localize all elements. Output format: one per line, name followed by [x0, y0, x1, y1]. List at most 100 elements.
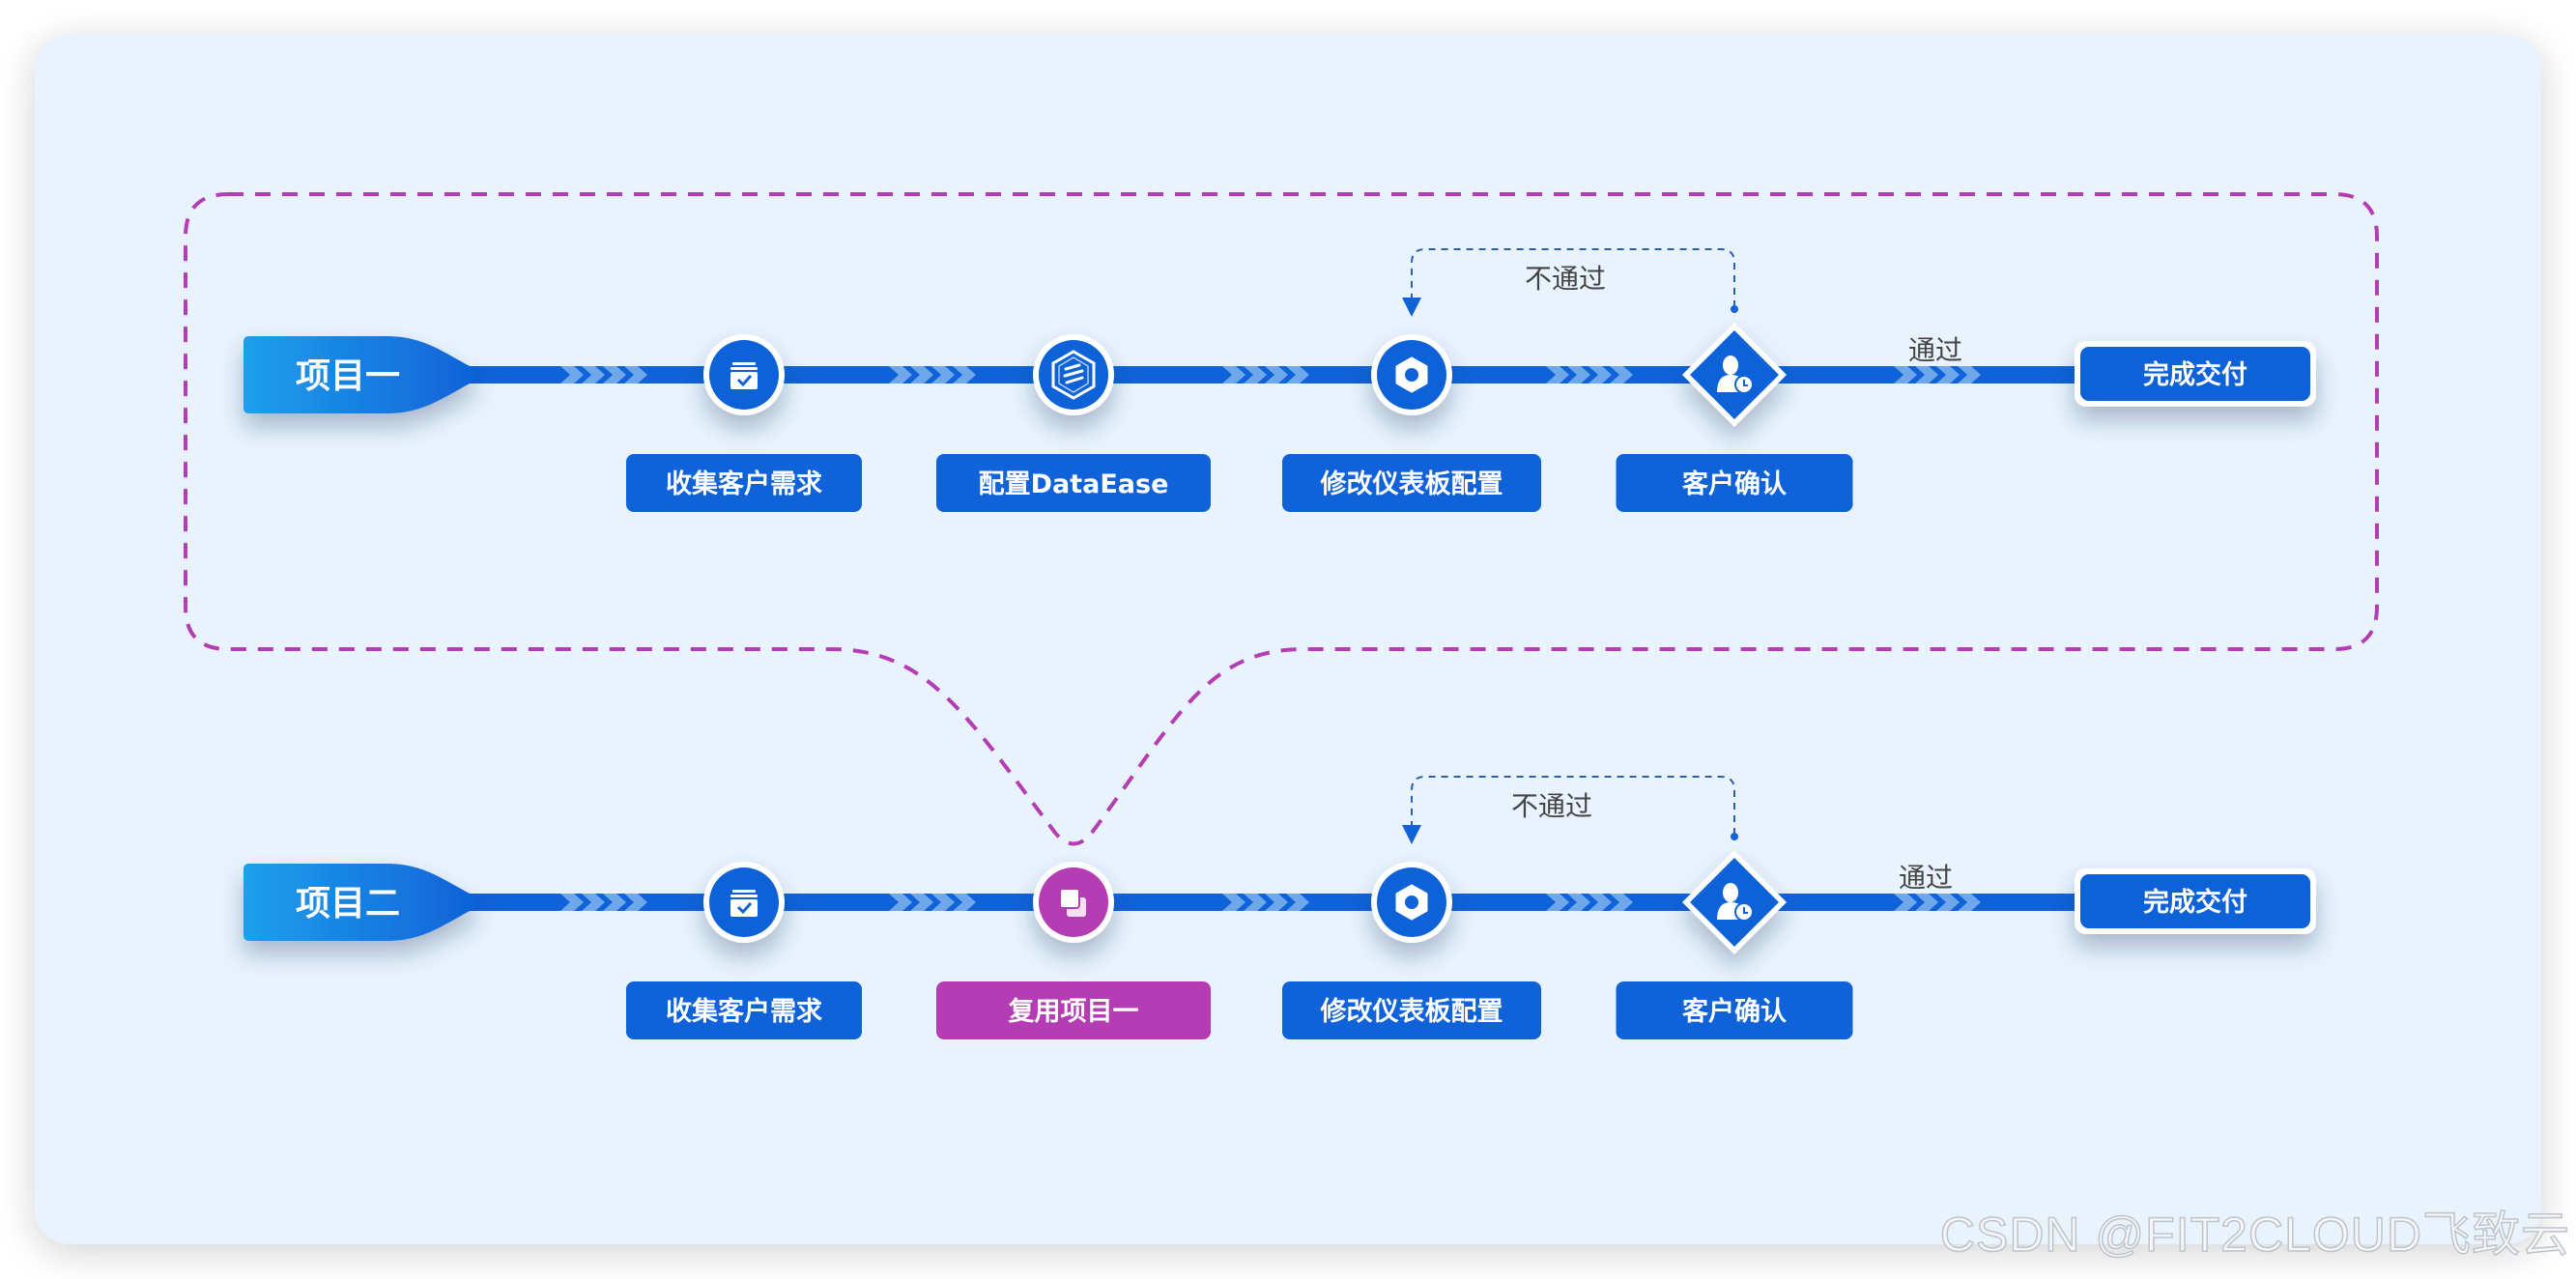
clipboard-check-icon [730, 362, 758, 389]
chevron-icon [910, 366, 933, 384]
reject-arrow [1402, 248, 1735, 317]
pass-label: 通过 [1899, 862, 1953, 894]
chevron-icon [889, 894, 912, 911]
chevron-icon [1915, 894, 1938, 911]
step-label-box[interactable]: 收集客户需求 [626, 981, 862, 1039]
step-node[interactable] [1033, 334, 1114, 415]
pass-label: 通过 [1908, 334, 1962, 366]
reject-label: 不通过 [1511, 790, 1592, 822]
chevron-icon [1265, 894, 1288, 911]
chevron-icon [1546, 894, 1569, 911]
chevron-icon [624, 894, 647, 911]
step-label-box[interactable]: 修改仪表板配置 [1282, 454, 1541, 512]
chevron-icon [1567, 894, 1590, 911]
flow-line [454, 894, 2087, 911]
step-label-bg [1282, 981, 1541, 1039]
chevron-icon [624, 366, 647, 384]
flow-line [454, 366, 2087, 384]
chevron-icon [1936, 894, 1960, 911]
reject-loop: 不通过 [1402, 248, 1738, 317]
chevron-icon [1894, 366, 1917, 384]
step-node[interactable] [1682, 850, 1787, 954]
chevron-icon [582, 894, 605, 911]
dataease-logo-icon [1051, 350, 1096, 400]
end-label: 完成交付 [2143, 887, 2247, 918]
flow-chevrons [889, 366, 976, 384]
flow-chevrons [1894, 894, 1981, 911]
step-node[interactable] [1371, 862, 1452, 943]
flow-chevrons [560, 894, 647, 911]
step-label-bg [626, 454, 862, 512]
step-label-bg [1616, 454, 1853, 512]
node-diamond [1690, 858, 1779, 947]
chevron-icon [1222, 894, 1245, 911]
step-label: 修改仪表板配置 [1320, 469, 1503, 499]
step-label-bg [626, 981, 862, 1039]
user-clock-icon [1717, 883, 1754, 922]
chevron-icon [1610, 366, 1633, 384]
step-label-box[interactable]: 客户确认 [1616, 454, 1853, 512]
flow-chevrons [1546, 894, 1633, 911]
chevron-icon [1589, 366, 1612, 384]
step-label: 复用项目一 [1009, 997, 1139, 1027]
chevron-icon [931, 366, 955, 384]
step-label: 配置DataEase [979, 469, 1169, 499]
complete-delivery-box[interactable]: 完成交付 [2075, 868, 2316, 934]
step-label-box[interactable]: 修改仪表板配置 [1282, 981, 1541, 1039]
project-tag: 项目一 [243, 336, 475, 413]
chevron-icon [1567, 366, 1590, 384]
chevron-icon [1244, 894, 1267, 911]
project-tag: 项目二 [243, 864, 475, 941]
step-label: 客户确认 [1682, 469, 1787, 499]
chevron-icon [560, 366, 584, 384]
flow-chevrons [1894, 366, 1981, 384]
chevron-icon [1546, 366, 1569, 384]
complete-delivery-box[interactable]: 完成交付 [2075, 341, 2316, 407]
chevron-icon [1589, 894, 1612, 911]
reject-start-dot [1731, 305, 1738, 313]
project-tag-label: 项目二 [296, 884, 400, 924]
step-node[interactable] [1371, 334, 1452, 415]
end-label: 完成交付 [2143, 359, 2247, 390]
hex-nut-icon [1395, 884, 1428, 921]
step-label-box[interactable]: 客户确认 [1616, 981, 1853, 1039]
chevron-icon [953, 366, 976, 384]
chevron-icon [1244, 366, 1267, 384]
clipboard-check-icon [730, 890, 758, 917]
step-label-box[interactable]: 复用项目一 [936, 981, 1211, 1039]
end-bg [2080, 874, 2310, 928]
reject-loop: 不通过 [1402, 776, 1738, 844]
chevron-icon [910, 894, 933, 911]
chevron-icon [1958, 894, 1981, 911]
step-label-bg [936, 981, 1211, 1039]
project-tag-shape [243, 864, 475, 941]
step-node[interactable] [1033, 862, 1114, 943]
flow-chevrons [1222, 366, 1309, 384]
chevron-icon [1286, 366, 1309, 384]
user-clock-icon [1717, 355, 1754, 394]
step-label-bg [1616, 981, 1853, 1039]
flow-chevrons [560, 366, 647, 384]
chevron-icon [1265, 366, 1288, 384]
step-node[interactable] [1682, 323, 1787, 427]
chevron-icon [953, 894, 976, 911]
step-node[interactable] [703, 334, 785, 415]
reuse-outline [184, 192, 2379, 846]
chevron-icon [1610, 894, 1633, 911]
chevron-icon [889, 366, 912, 384]
chevron-icon [603, 894, 626, 911]
chevron-icon [582, 366, 605, 384]
step-label-box[interactable]: 配置DataEase [936, 454, 1211, 512]
step-label: 收集客户需求 [666, 996, 822, 1027]
chevron-icon [1936, 366, 1960, 384]
chevron-icon [560, 894, 584, 911]
chevron-icon [603, 366, 626, 384]
step-label: 收集客户需求 [666, 469, 822, 499]
reject-arrow [1402, 776, 1735, 844]
reject-start-dot [1731, 833, 1738, 840]
step-node[interactable] [703, 862, 785, 943]
step-label-box[interactable]: 收集客户需求 [626, 454, 862, 512]
